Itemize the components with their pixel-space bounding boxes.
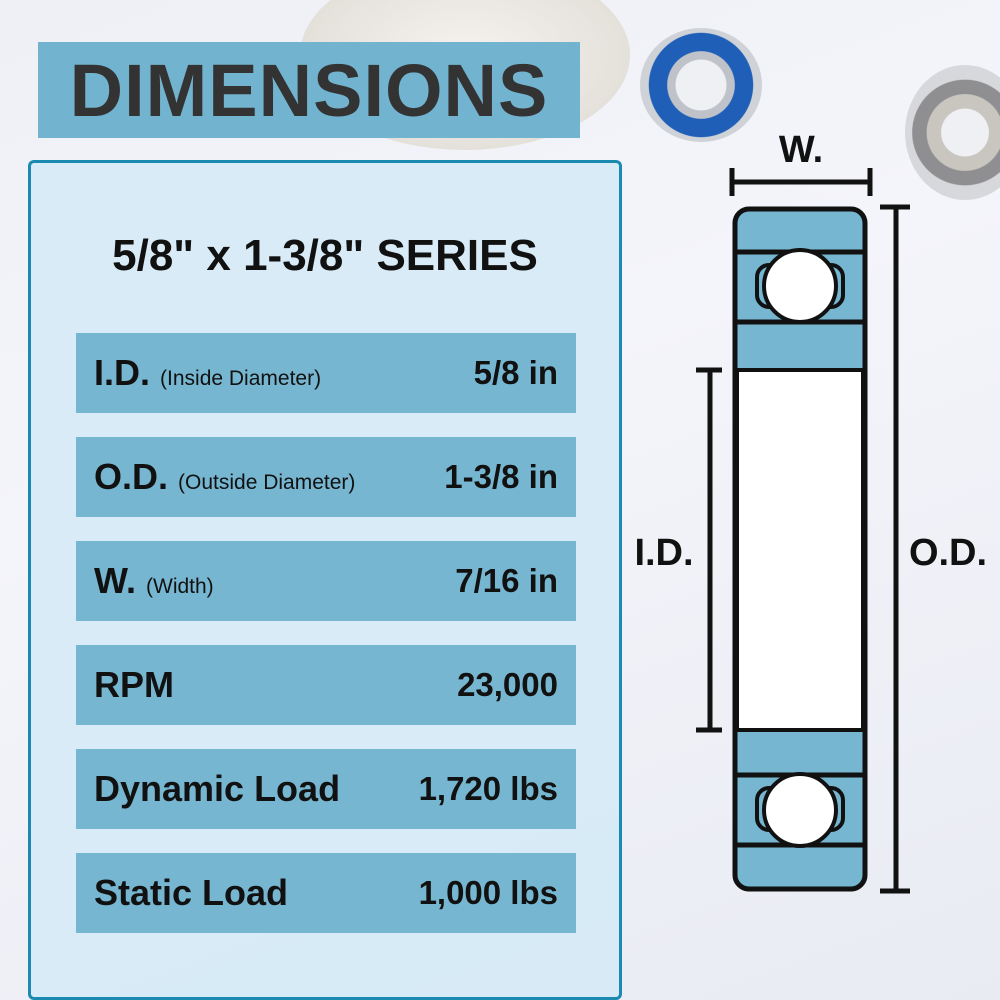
ball-bottom — [762, 772, 838, 848]
spec-row-od: O.D. (Outside Diameter) 1-3/8 in — [76, 437, 576, 517]
id-label: I.D. — [634, 532, 693, 574]
blue-sealed-bearing-photo — [640, 28, 762, 142]
specs-panel: 5/8" x 1-3/8" SERIES I.D. (Inside Diamete… — [28, 160, 622, 1000]
spec-value: 1,720 lbs — [418, 770, 558, 807]
spec-label: O.D. — [94, 456, 169, 497]
series-heading: 5/8" x 1-3/8" SERIES — [112, 231, 538, 280]
title-banner: DIMENSIONS — [38, 42, 580, 138]
spec-value: 5/8 in — [473, 354, 558, 391]
spec-label: W. — [94, 560, 136, 601]
spec-row-static-load: Static Load 1,000 lbs — [76, 853, 576, 933]
open-ball-bearing-photo — [905, 65, 1000, 200]
spec-value: 1-3/8 in — [444, 458, 558, 495]
spec-row-id: I.D. (Inside Diameter) 5/8 in — [76, 333, 576, 413]
spec-label: I.D. — [94, 352, 151, 393]
page-title: DIMENSIONS — [69, 48, 549, 132]
spec-value: 7/16 in — [455, 562, 558, 599]
spec-row-width: W. (Width) 7/16 in — [76, 541, 576, 621]
ball-top — [762, 248, 838, 324]
spec-label: Static Load — [94, 872, 289, 913]
spec-label: RPM — [94, 664, 174, 705]
spec-value: 23,000 — [457, 666, 558, 703]
spec-value: 1,000 lbs — [418, 874, 558, 911]
spec-label: Dynamic Load — [94, 768, 341, 809]
spec-sublabel: (Inside Diameter) — [160, 367, 322, 390]
spec-sublabel: (Outside Diameter) — [178, 471, 356, 494]
od-label: O.D. — [909, 532, 987, 574]
bore-region — [735, 368, 865, 732]
width-label: W. — [779, 129, 823, 171]
spec-row-dynamic-load: Dynamic Load 1,720 lbs — [76, 749, 576, 829]
spec-sublabel: (Width) — [146, 575, 214, 598]
spec-row-rpm: RPM 23,000 — [76, 645, 576, 725]
